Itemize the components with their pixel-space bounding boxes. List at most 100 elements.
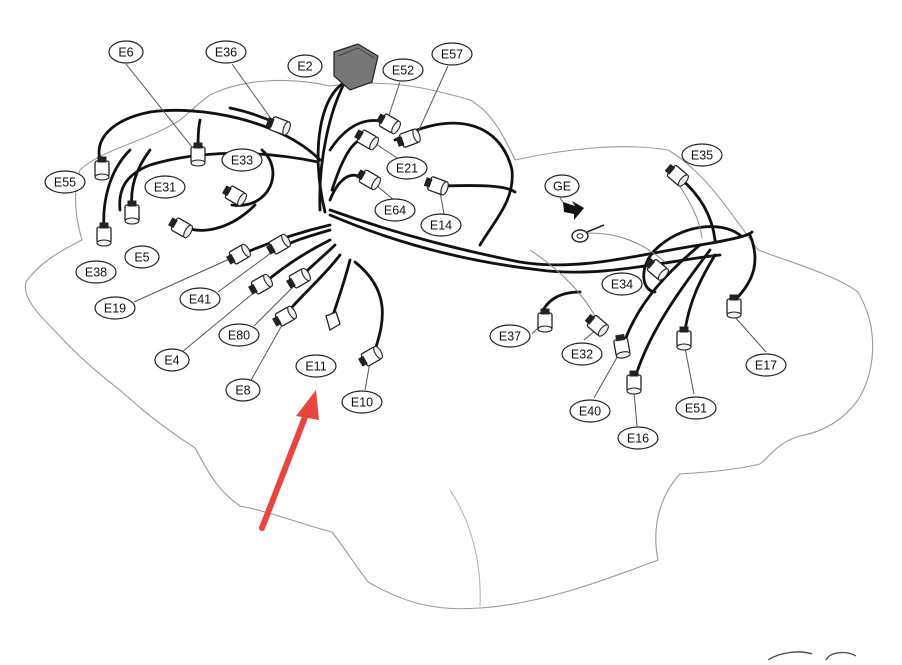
label-e17-oval bbox=[745, 353, 787, 377]
e64-plug-face bbox=[371, 176, 381, 191]
e37-plug-cap bbox=[540, 308, 550, 315]
e57-plug-cap bbox=[395, 136, 405, 147]
label-e52-oval bbox=[382, 58, 424, 82]
label-e33-oval bbox=[221, 148, 263, 172]
label-e10-text: E10 bbox=[351, 395, 373, 409]
label-e57-oval bbox=[431, 42, 473, 66]
e10-plug-cap bbox=[358, 355, 368, 367]
e31-plug[interactable] bbox=[167, 215, 194, 239]
label-e11-text: E11 bbox=[305, 359, 326, 373]
e14-plug[interactable] bbox=[423, 175, 449, 196]
e10-plug[interactable] bbox=[357, 345, 384, 369]
e8-plug[interactable] bbox=[271, 305, 298, 329]
label-e4-text: E4 bbox=[164, 353, 179, 367]
label-e10-oval bbox=[341, 390, 383, 414]
e40-plug[interactable] bbox=[613, 333, 631, 359]
label-e52: E52 bbox=[382, 58, 424, 82]
e80-plug[interactable] bbox=[285, 267, 312, 291]
e5-plug-cap bbox=[127, 200, 137, 207]
e64-plug-cap bbox=[356, 169, 366, 181]
label-e37-oval bbox=[489, 324, 531, 348]
e2-main-connector[interactable] bbox=[333, 43, 379, 91]
corner-logo-mark bbox=[767, 651, 857, 661]
label-e40-text: E40 bbox=[579, 404, 601, 418]
e34-plug[interactable] bbox=[644, 256, 671, 282]
leader-e40 bbox=[593, 351, 621, 399]
e41-plug-cap bbox=[266, 243, 276, 255]
e21-plug-cap bbox=[354, 129, 364, 141]
label-e31-text: E31 bbox=[154, 180, 176, 194]
label-e16: E16 bbox=[617, 426, 659, 450]
e16-plug[interactable] bbox=[626, 370, 642, 395]
e38-plug[interactable] bbox=[96, 222, 112, 247]
e33-plug[interactable] bbox=[221, 183, 248, 207]
e35-plug[interactable] bbox=[664, 162, 691, 188]
e6-plug[interactable] bbox=[190, 142, 206, 167]
e64-plug[interactable] bbox=[355, 167, 382, 191]
label-e80: E80 bbox=[218, 323, 260, 347]
e21-plug[interactable] bbox=[353, 127, 380, 151]
highlight-arrow-head bbox=[296, 390, 319, 420]
leader-e8 bbox=[249, 317, 287, 383]
ground-pointer-arrow bbox=[563, 201, 584, 220]
e17-plug-face bbox=[726, 311, 742, 319]
label-e41-oval bbox=[179, 287, 221, 311]
label-e51-text: E51 bbox=[685, 401, 707, 415]
e55-plug-cap bbox=[97, 156, 107, 163]
label-e57-text: E57 bbox=[441, 47, 463, 61]
corner-logo bbox=[767, 651, 857, 661]
label-e21-oval bbox=[386, 156, 428, 180]
e4-plug-cap bbox=[248, 283, 258, 295]
label-e51-oval bbox=[675, 396, 717, 420]
label-e21-text: E21 bbox=[396, 161, 418, 175]
e55-plug-face bbox=[94, 173, 110, 181]
e4-plug-face bbox=[263, 273, 273, 288]
label-e6-oval bbox=[108, 40, 144, 64]
e51-plug[interactable] bbox=[676, 326, 692, 351]
leader-e10 bbox=[364, 361, 371, 391]
left-loop-wire bbox=[97, 108, 322, 162]
e31-plug-face bbox=[183, 224, 193, 239]
e52-plug[interactable] bbox=[375, 111, 402, 135]
label-e40: E40 bbox=[569, 399, 611, 423]
e17-plug-cap bbox=[729, 294, 739, 301]
e41-plug[interactable] bbox=[265, 233, 292, 257]
e8-plug-cap bbox=[272, 315, 282, 327]
e37-plug-face bbox=[537, 325, 553, 333]
e16-wire bbox=[633, 248, 712, 380]
e32-plug[interactable] bbox=[584, 312, 611, 338]
label-e36: E36 bbox=[205, 40, 247, 64]
e33-plug-cap bbox=[222, 185, 232, 197]
leader-e80 bbox=[253, 281, 299, 327]
e14-plug-cap bbox=[423, 177, 433, 188]
e38-plug-face bbox=[96, 239, 112, 247]
label-e38-oval bbox=[75, 260, 117, 284]
e34-wire bbox=[642, 225, 742, 294]
e17-plug[interactable] bbox=[726, 294, 742, 319]
e51-plug-cap bbox=[679, 326, 689, 333]
ground-terminal[interactable] bbox=[571, 224, 605, 243]
e57-plug[interactable] bbox=[395, 128, 421, 149]
e36-plug[interactable] bbox=[265, 115, 291, 136]
label-ge: GE bbox=[544, 174, 580, 198]
label-e34-text: E34 bbox=[611, 277, 633, 291]
e5-plug[interactable] bbox=[124, 200, 140, 225]
e4-plug[interactable] bbox=[247, 273, 274, 297]
e34-plug-face bbox=[657, 268, 669, 281]
label-e36-oval bbox=[205, 40, 247, 64]
e2-wire-2 bbox=[318, 80, 347, 212]
e8-plug-face bbox=[287, 305, 297, 320]
label-e35: E35 bbox=[681, 143, 723, 167]
label-e5-oval bbox=[124, 245, 160, 269]
leader-e36 bbox=[231, 63, 273, 121]
label-e14-oval bbox=[420, 213, 462, 237]
e55-plug[interactable] bbox=[94, 156, 110, 181]
e19-plug[interactable] bbox=[225, 243, 252, 267]
label-e37-text: E37 bbox=[499, 329, 521, 343]
connector-plugs bbox=[94, 111, 742, 395]
label-e19: E19 bbox=[94, 296, 136, 320]
e38-plug-cap bbox=[99, 222, 109, 229]
e37-plug[interactable] bbox=[537, 308, 553, 333]
